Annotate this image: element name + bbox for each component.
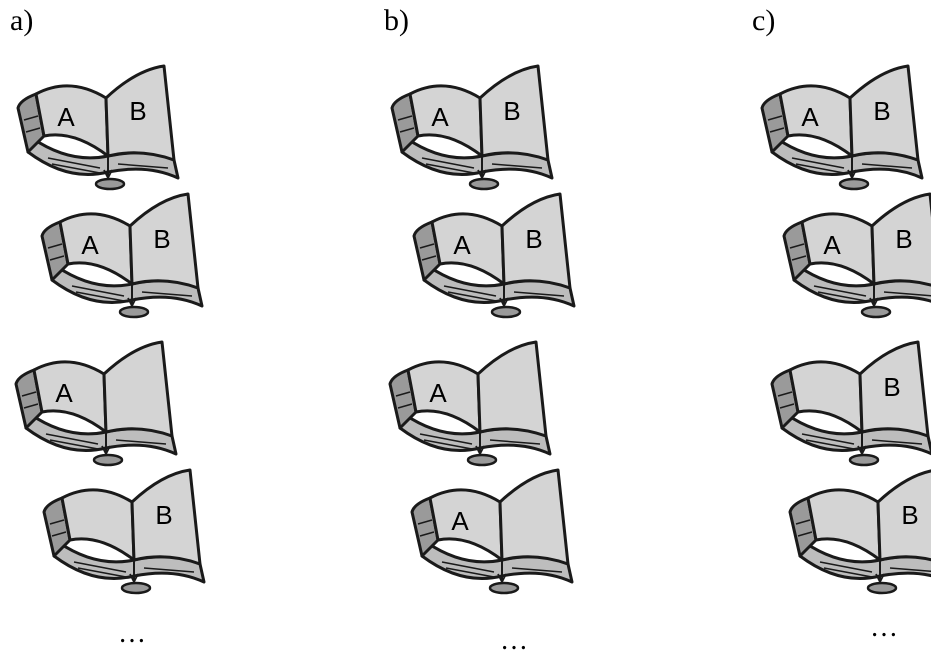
left-page-letter: A [431,102,449,132]
panel-label-c: c) [752,4,776,37]
left-page-letter: A [81,230,99,260]
right-page-letter: B [883,372,900,402]
open-book-icon: B [788,469,931,595]
book-a-2: A B [32,188,222,319]
panel-label-a: a) [10,4,34,37]
book-c-2: A B [774,188,931,319]
open-book-icon: B [42,468,206,595]
left-page-letter: A [451,506,469,536]
ellipsis-a: … [118,618,147,649]
open-book-icon: B [770,340,931,467]
right-page-letter: B [153,224,170,254]
book-b-4: A [402,464,592,595]
ellipsis-b: … [500,625,529,656]
open-book-icon: A B [390,64,554,191]
ellipsis-c: … [870,612,899,643]
open-book-icon: A B [760,64,924,191]
right-page-letter: B [525,224,542,254]
book-a-1: A B [8,60,198,191]
book-c-1: A B [752,60,931,191]
book-c-4: B [780,464,931,595]
book-b-3: A [380,336,570,467]
right-page-letter: B [503,96,520,126]
left-page-letter: A [57,102,75,132]
right-page-letter: B [901,500,918,530]
open-book-icon: A B [782,192,931,319]
right-page-letter: B [155,500,172,530]
book-c-3: B [762,336,931,467]
book-a-3: A [6,336,196,467]
open-book-icon: A B [412,192,576,319]
open-book-icon: A [14,340,178,467]
open-book-icon: A [410,468,574,595]
left-page-letter: A [823,230,841,260]
book-b-1: A B [382,60,572,191]
right-page-letter: B [895,224,912,254]
book-b-2: A B [404,188,594,319]
right-page-letter: B [129,96,146,126]
open-book-icon: A B [16,64,180,191]
open-book-icon: A B [40,192,204,319]
open-book-icon: A [388,340,552,467]
right-page-letter: B [873,96,890,126]
left-page-letter: A [801,102,819,132]
left-page-letter: A [453,230,471,260]
left-page-letter: A [429,378,447,408]
left-page-letter: A [55,378,73,408]
book-a-4: B [34,464,224,595]
panel-label-b: b) [384,4,409,37]
